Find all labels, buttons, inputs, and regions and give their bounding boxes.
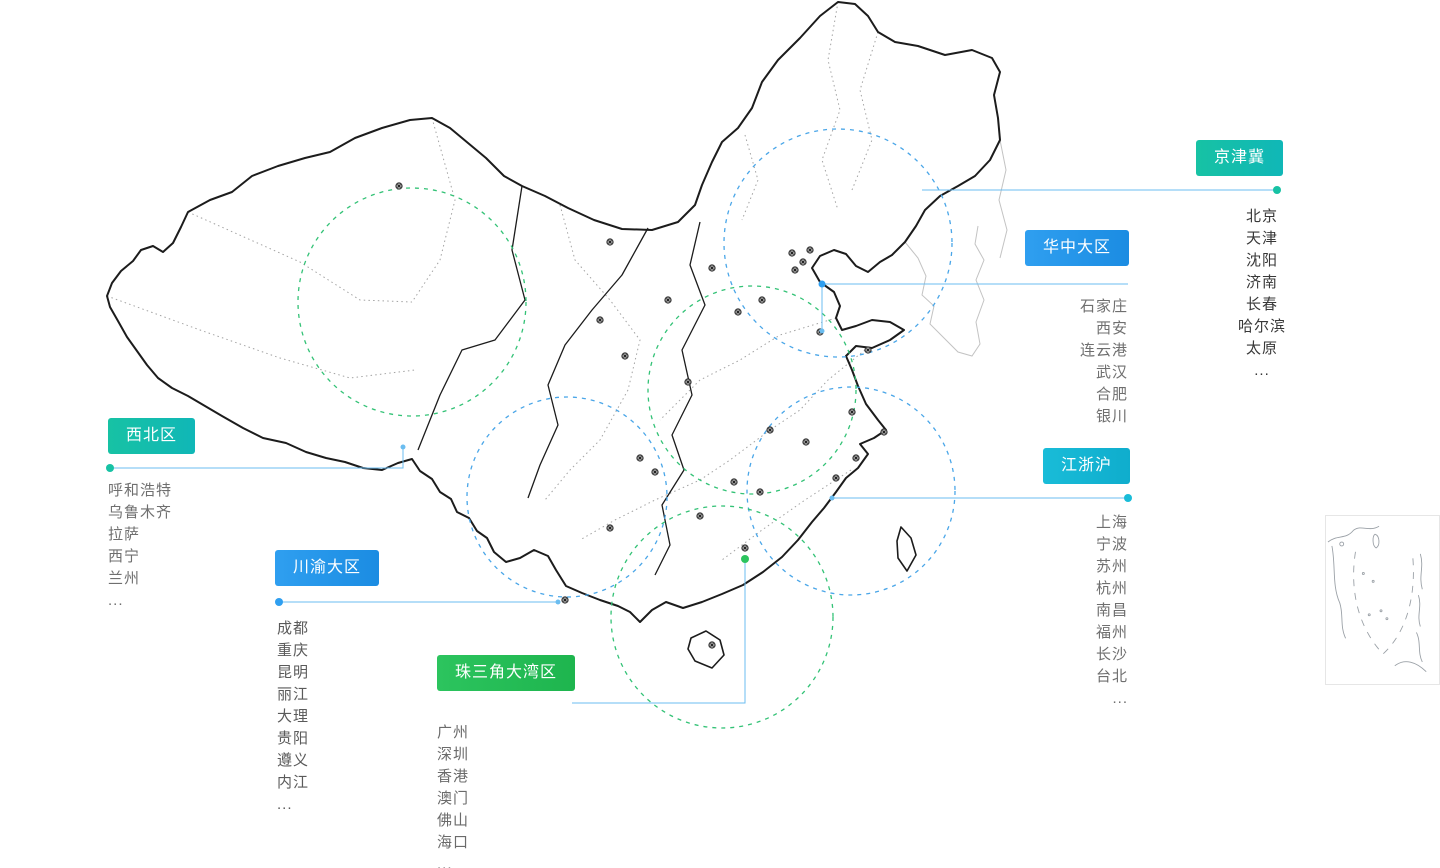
region-chuanyu: 川渝大区: [275, 550, 380, 586]
province-borders: [106, 1, 879, 561]
region-circles-blue: [466, 128, 956, 598]
city-item: 哈尔滨: [1237, 318, 1286, 335]
city-item: 西宁: [108, 548, 141, 565]
city-item: 杭州: [1095, 580, 1128, 597]
city-item: 深圳: [437, 746, 470, 763]
region-button-xibei[interactable]: 西北区: [108, 418, 196, 454]
dashed-circle-xibei: [297, 187, 527, 417]
city-item: 乌鲁木齐: [108, 504, 173, 521]
city-item: 北京: [1245, 208, 1278, 225]
dashed-circle-zhusanjiao: [610, 505, 834, 729]
city-item: 连云港: [1079, 342, 1128, 359]
region-button-jiangzhehu[interactable]: 江浙沪: [1043, 448, 1131, 484]
city-item: 苏州: [1095, 558, 1128, 575]
city-item: 西安: [1095, 320, 1128, 337]
city-item: 武汉: [1095, 364, 1128, 381]
city-item: 福州: [1095, 624, 1128, 641]
city-item: ...: [1112, 690, 1128, 707]
city-item: 遵义: [277, 752, 310, 769]
city-item: 台北: [1095, 668, 1128, 685]
city-item: 呼和浩特: [108, 482, 173, 499]
city-item: 天津: [1245, 230, 1278, 247]
city-item: ...: [277, 796, 293, 813]
city-item: 丽江: [277, 686, 310, 703]
city-item: 成都: [277, 620, 310, 637]
china-outline: [106, 1, 1001, 669]
city-item: 香港: [437, 768, 470, 785]
dot-xibei: [106, 464, 114, 472]
city-item: 银川: [1095, 408, 1128, 425]
dot-chuanyu: [275, 598, 283, 606]
connector-zhusanjiao: [572, 559, 746, 704]
city-item: 济南: [1245, 274, 1278, 291]
city-item: ...: [1254, 362, 1270, 379]
region-xibei: 西北区: [108, 418, 196, 454]
region-city-list-chuanyu: 成都重庆昆明丽江大理贵阳遵义内江...: [277, 618, 309, 816]
city-item: 贵阳: [277, 730, 310, 747]
dashed-circle-jiangzhehu: [746, 386, 956, 596]
region-circles-green: [297, 187, 857, 729]
city-item: 昆明: [277, 664, 310, 681]
region-button-zhusanjiao[interactable]: 珠三角大湾区: [437, 655, 576, 691]
dot-zhusanjiao: [741, 555, 749, 563]
city-item: 兰州: [108, 570, 141, 587]
city-item: 大理: [277, 708, 310, 725]
city-item: 上海: [1095, 514, 1128, 531]
region-jiangzhehu: 江浙沪: [1043, 448, 1131, 484]
region-city-list-huazhong: 石家庄西安连云港武汉合肥银川: [1000, 296, 1128, 428]
city-item: 澳门: [437, 790, 470, 807]
dot-jiangzhehu: [1124, 494, 1132, 502]
south-china-sea-inset-map: [1327, 525, 1427, 673]
city-item: 太原: [1245, 340, 1278, 357]
south-china-sea-inset: [1325, 515, 1440, 685]
city-item: 长沙: [1095, 646, 1128, 663]
taiwan-island: [896, 526, 917, 572]
connector-dots: [106, 186, 1281, 606]
city-item: 佛山: [437, 812, 470, 829]
city-item: 宁波: [1095, 536, 1128, 553]
city-item: 南昌: [1095, 602, 1128, 619]
region-button-huazhong[interactable]: 华中大区: [1025, 230, 1130, 266]
city-item: 合肥: [1095, 386, 1128, 403]
hainan-island: [687, 630, 725, 669]
region-city-list-jiangzhehu: 上海宁波苏州杭州南昌福州长沙台北...: [1000, 512, 1128, 710]
city-item: ...: [108, 592, 124, 609]
city-item: 内江: [277, 774, 310, 791]
city-item: 沈阳: [1245, 252, 1278, 269]
city-item: 拉萨: [108, 526, 141, 543]
neighbor-coastline: [904, 139, 1008, 357]
city-item: 重庆: [277, 642, 310, 659]
region-city-list-zhusanjiao: 广州深圳香港澳门佛山海口...: [437, 722, 469, 868]
city-markers: [395, 182, 888, 649]
dot-huazhong: [818, 280, 826, 288]
city-item: 石家庄: [1079, 298, 1128, 315]
dashed-circle-huazhong: [647, 285, 857, 495]
region-button-chuanyu[interactable]: 川渝大区: [275, 550, 380, 586]
city-item: 广州: [437, 724, 470, 741]
dashed-circle-chuanyu: [466, 396, 668, 598]
dot-jingjinji: [1273, 186, 1281, 194]
city-item: ...: [437, 856, 453, 868]
dashed-circle-jingjinji: [723, 128, 953, 358]
connector-xibei: [110, 447, 404, 469]
city-item: 长春: [1245, 296, 1278, 313]
region-jingjinji: 京津冀: [1196, 140, 1284, 176]
city-item: 海口: [437, 834, 470, 851]
region-city-list-xibei: 呼和浩特乌鲁木齐拉萨西宁兰州...: [108, 480, 172, 612]
region-button-jingjinji[interactable]: 京津冀: [1196, 140, 1284, 176]
region-city-list-jingjinji: 北京天津沈阳济南长春哈尔滨太原...: [1197, 206, 1327, 382]
region-zhusanjiao: 珠三角大湾区: [437, 655, 576, 691]
region-huazhong: 华中大区: [1025, 230, 1130, 266]
